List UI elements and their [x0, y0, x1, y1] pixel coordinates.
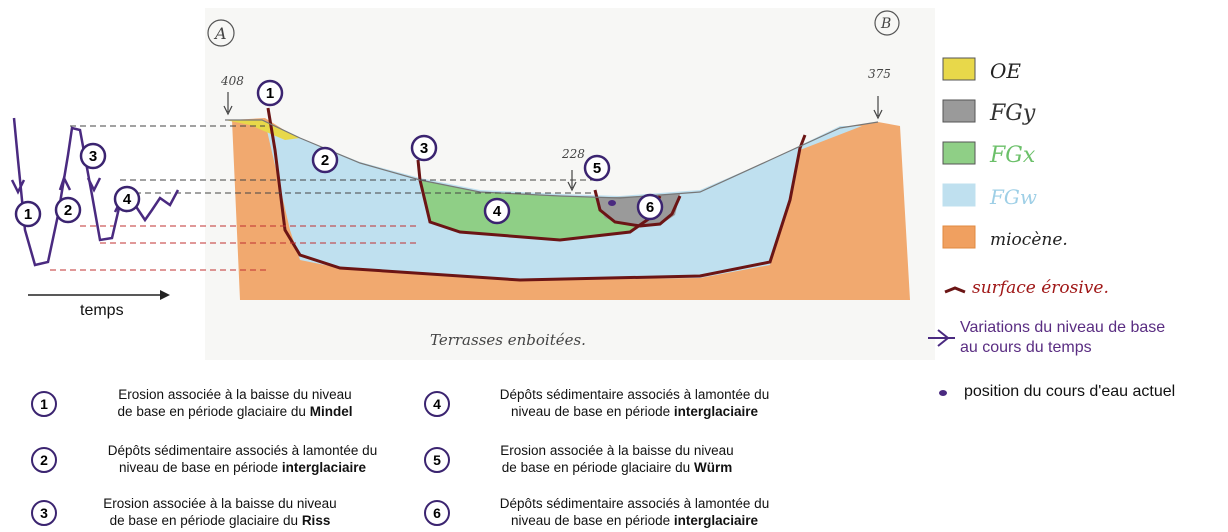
topo-surface — [225, 119, 879, 199]
legend-variations-line2: au cours du temps — [960, 339, 1092, 356]
fgx-fill — [420, 180, 660, 240]
caption-4-line2: niveau de base en période — [511, 404, 671, 419]
caption-4-number: 4 — [424, 391, 450, 417]
legend-swatch-fgw — [942, 183, 976, 207]
erosive-surface-2 — [416, 159, 662, 242]
marker-4: 4 — [493, 203, 502, 220]
caption-2-line2: niveau de base en période — [119, 460, 279, 475]
time-axis-label: temps — [80, 302, 124, 319]
caption-3-line2: de base en période glaciaire du — [109, 513, 299, 528]
legend-oe: OE — [990, 59, 1021, 83]
legend-swatch-miocene — [942, 225, 976, 249]
curve-marker-3: 3 — [89, 148, 97, 165]
caption-6-bold: interglaciaire — [673, 513, 758, 528]
legend-swatch-fgx — [942, 141, 976, 165]
caption-3-number: 3 — [31, 500, 57, 526]
marker-1: 1 — [266, 85, 274, 102]
legend-erosive: surface érosive. — [972, 278, 1109, 298]
legend-miocene: miocène. — [990, 230, 1068, 250]
river-marker — [608, 200, 616, 206]
label-alt-river: 228 — [561, 147, 585, 161]
marker-5: 5 — [593, 160, 601, 177]
caption-1-number: 1 — [31, 391, 57, 417]
label-alt-left: 408 — [220, 74, 244, 88]
legend-fgw: FGw — [989, 185, 1037, 209]
caption-4: Dépôts sédimentaire associés à lamontée … — [462, 386, 807, 420]
markers: 1 2 3 4 5 6 1 2 3 4 — [14, 79, 664, 228]
curve-marker-4: 4 — [123, 191, 132, 208]
caption-5-line1: Erosion associée à la baisse du niveau — [500, 443, 734, 458]
legend-swatch-fgy — [942, 99, 976, 123]
legend-fgy: FGy — [989, 101, 1036, 126]
caption-5-number: 5 — [424, 447, 450, 473]
caption-1: Erosion associée à la baisse du niveau d… — [70, 386, 400, 420]
caption-6-line2: niveau de base en période — [511, 513, 671, 528]
diagram-subtitle: Terrasses enboitées. — [430, 331, 586, 349]
caption-5: Erosion associée à la baisse du niveau d… — [462, 442, 772, 476]
caption-2-number: 2 — [31, 447, 57, 473]
oe-fill — [225, 120, 300, 140]
legend-fgx: FGx — [989, 143, 1036, 168]
marker-6: 6 — [646, 199, 654, 216]
caption-5-bold: Würm — [693, 460, 733, 475]
marker-3: 3 — [420, 140, 428, 157]
caption-2-line1: Dépôts sédimentaire associés à lamontée … — [107, 443, 378, 458]
caption-6: Dépôts sédimentaire associés à lamontée … — [462, 495, 807, 529]
label-point-b: B — [880, 16, 891, 32]
curve-marker-1: 1 — [24, 206, 32, 223]
base-level-curve — [12, 117, 180, 267]
curve-marker-2: 2 — [64, 202, 72, 219]
caption-2: Dépôts sédimentaire associés à lamontée … — [70, 442, 415, 476]
marker-2: 2 — [321, 152, 329, 169]
caption-3-bold: Riss — [301, 513, 331, 528]
legend-variations-line1: Variations du niveau de base — [960, 319, 1166, 336]
caption-3-line1: Erosion associée à la baisse du niveau — [103, 496, 337, 511]
caption-1-line1: Erosion associée à la baisse du niveau — [118, 387, 352, 402]
caption-6-number: 6 — [424, 500, 450, 526]
caption-2-bold: interglaciaire — [281, 460, 366, 475]
legend-erosive-line — [944, 286, 966, 294]
label-point-a: A — [213, 24, 227, 43]
legend-current-river: position du cours d'eau actuel — [964, 383, 1176, 400]
caption-1-line2: de base en période glaciaire du — [117, 404, 306, 419]
caption-1-bold: Mindel — [309, 404, 353, 419]
label-alt-right: 375 — [868, 67, 891, 81]
erosive-surface-3 — [593, 189, 682, 228]
caption-3: Erosion associée à la baisse du niveau d… — [70, 495, 370, 529]
caption-4-bold: interglaciaire — [673, 404, 758, 419]
legend-swatch-oe — [942, 57, 976, 81]
erosive-surface-1 — [266, 107, 807, 282]
caption-6-line1: Dépôts sédimentaire associés à lamontée … — [499, 496, 770, 511]
caption-4-line1: Dépôts sédimentaire associés à lamontée … — [499, 387, 770, 402]
caption-5-line2: de base en période glaciaire du — [501, 460, 691, 475]
